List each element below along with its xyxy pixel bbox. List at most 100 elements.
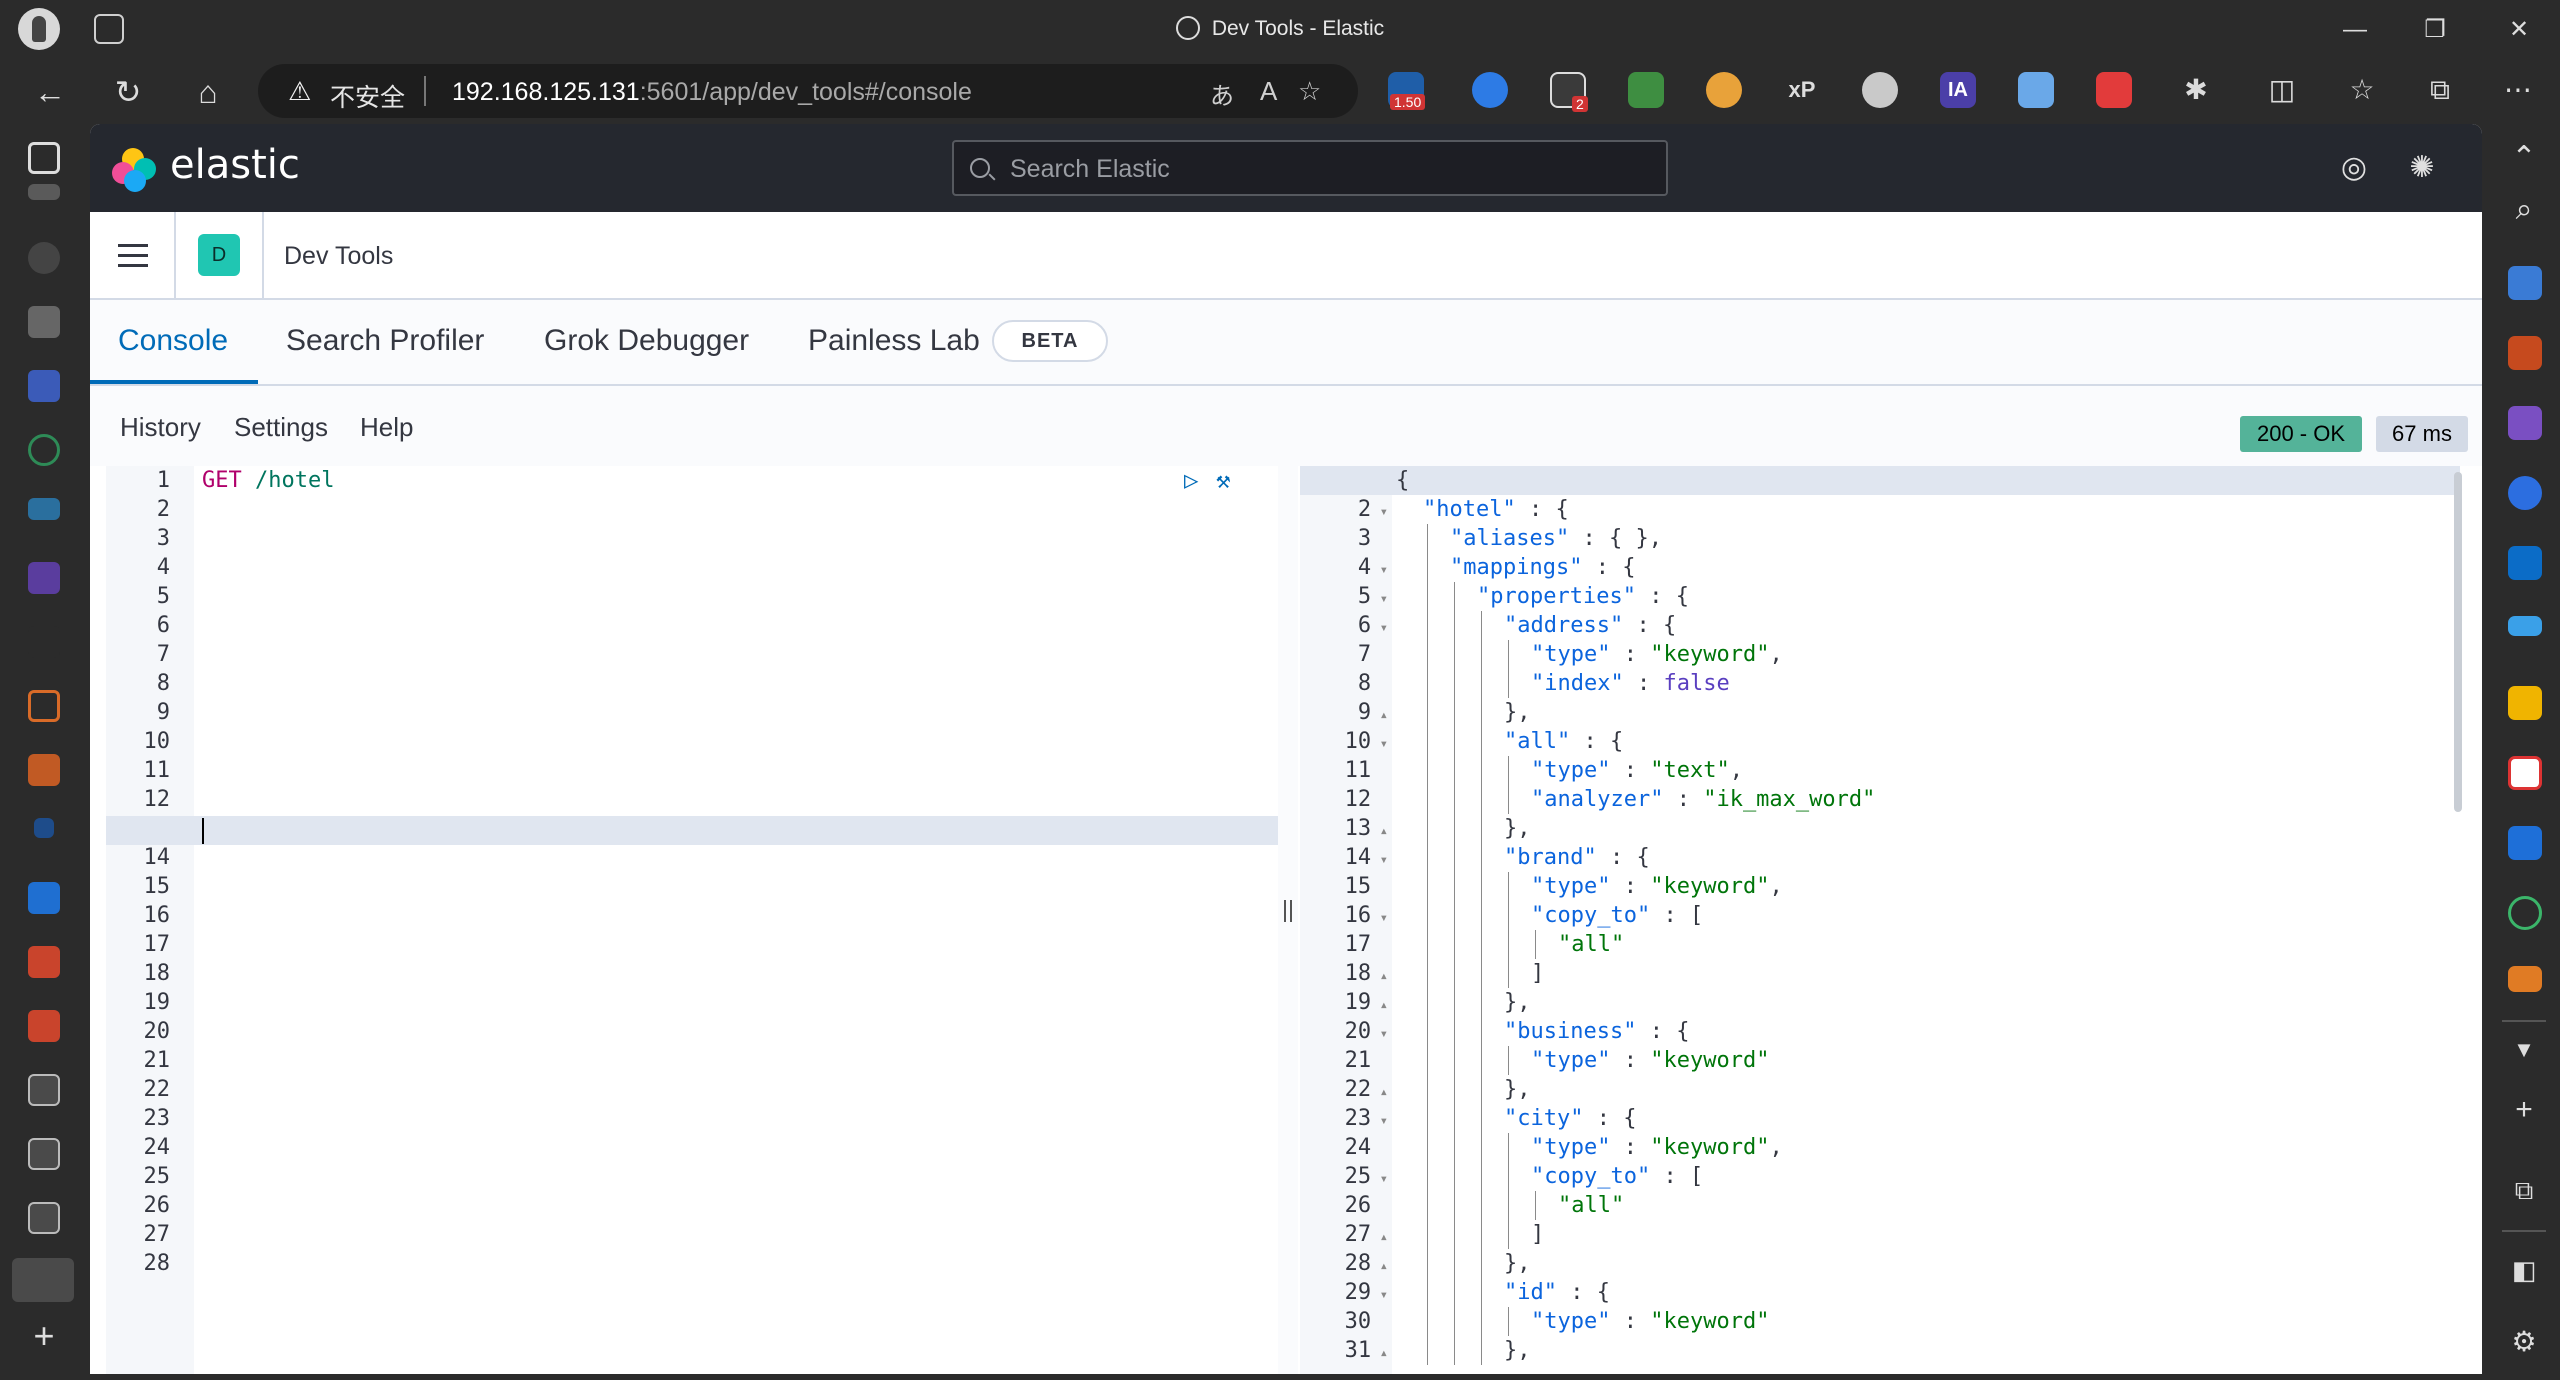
breadcrumb-dev-tools[interactable]: Dev Tools <box>284 242 394 270</box>
workspaces-icon[interactable] <box>94 14 124 44</box>
response-line: }, <box>1504 1251 1531 1276</box>
tab-icon-4[interactable] <box>28 370 60 402</box>
sidebar-blue-icon[interactable] <box>2508 826 2542 860</box>
search-icon <box>970 158 990 178</box>
tab-icon-5[interactable] <box>28 434 60 466</box>
sidebar-tools-icon[interactable] <box>2508 336 2542 370</box>
global-search-input[interactable]: Search Elastic <box>952 140 1668 196</box>
favorite-star-icon[interactable]: ☆ <box>1298 76 1322 106</box>
newsfeed-icon[interactable]: ✺ <box>2409 151 2435 184</box>
extension-screenshot-icon[interactable] <box>2018 72 2054 108</box>
tab-icon-11[interactable] <box>34 818 54 838</box>
tab-icon-7[interactable] <box>28 562 60 594</box>
tab-icon-13[interactable] <box>28 946 60 978</box>
sidebar-tag-icon[interactable] <box>2508 266 2542 300</box>
extension-video-speed-icon[interactable]: 1.50 <box>1388 72 1426 110</box>
brand-name[interactable]: elastic <box>170 142 300 188</box>
request-line-1: GET /hotel <box>202 466 334 495</box>
sidebar-app-icon[interactable] <box>2508 756 2542 790</box>
tab-icon-14[interactable] <box>28 1010 60 1042</box>
tab-icon-12[interactable] <box>28 882 60 914</box>
split-screen-icon[interactable]: ◫ <box>2268 74 2296 105</box>
request-editor[interactable]: 1234567891011121314151617181920212223242… <box>106 466 1278 1374</box>
extension-color-icon[interactable] <box>1706 72 1742 108</box>
sidebar-games-icon[interactable] <box>2508 406 2542 440</box>
extension-ia-icon[interactable]: IA <box>1940 72 1976 108</box>
sidebar-compass-icon[interactable] <box>2508 896 2542 930</box>
indent-guide <box>1454 930 1455 959</box>
home-button[interactable]: ⌂ <box>198 74 218 110</box>
search-icon[interactable]: ⌕ <box>2515 193 2533 226</box>
close-button[interactable]: ✕ <box>2508 16 2530 43</box>
security-label[interactable]: 不安全 <box>330 84 406 112</box>
play-icon[interactable]: ▷ <box>1184 466 1199 494</box>
elastic-logo-icon[interactable] <box>112 148 156 192</box>
collections-icon[interactable]: ⧉ <box>2430 74 2450 105</box>
tab-console[interactable]: Console <box>118 324 229 357</box>
add-icon[interactable]: + <box>2515 1093 2533 1126</box>
indent-guide <box>1454 814 1455 843</box>
hide-sidebar-icon[interactable]: ◧ <box>2511 1255 2537 1285</box>
tab-icon-2[interactable] <box>28 242 60 274</box>
more-arrow-icon[interactable]: ⌃ <box>2511 141 2537 174</box>
indent-guide <box>1535 930 1536 959</box>
tab-icon-17[interactable] <box>28 1202 60 1234</box>
indent-guide <box>1427 872 1428 901</box>
chevron-down-icon[interactable]: ▼ <box>2513 1037 2535 1062</box>
minimize-button[interactable]: — <box>2343 16 2367 43</box>
translate-icon[interactable]: あ <box>1210 83 1234 110</box>
screenshot-icon[interactable]: ⧉ <box>2514 1175 2534 1205</box>
more-options-icon[interactable]: ⋯ <box>2504 74 2532 105</box>
editor-resizer[interactable] <box>1278 466 1298 1374</box>
app-badge[interactable]: D <box>198 234 240 276</box>
read-aloud-icon[interactable]: A <box>1260 76 1278 106</box>
extension-lightning-icon[interactable] <box>1472 72 1508 108</box>
tab-icon-9[interactable] <box>28 690 60 722</box>
favorites-icon[interactable]: ☆ <box>2349 74 2375 105</box>
tab-painless-lab[interactable]: Painless Lab <box>808 324 980 357</box>
extension-screen-icon[interactable]: 2 <box>1550 72 1588 112</box>
sidebar-chart-icon[interactable] <box>2508 686 2542 720</box>
url-text[interactable]: 192.168.125.131:5601/app/dev_tools#/cons… <box>452 78 972 107</box>
tab-icon-10[interactable] <box>28 754 60 786</box>
response-line-number: 22 ▴ <box>1344 1077 1388 1102</box>
maximize-button[interactable]: ❐ <box>2424 16 2446 43</box>
profile-avatar-icon[interactable] <box>18 8 60 50</box>
extension-play-icon[interactable] <box>2096 72 2132 108</box>
response-scrollbar[interactable] <box>2454 472 2462 812</box>
warning-icon[interactable]: ⚠ <box>288 76 312 106</box>
tab-icon-8[interactable] <box>28 626 60 658</box>
active-tab-icon[interactable] <box>12 1258 74 1302</box>
help-icon[interactable]: ◎ <box>2340 151 2368 184</box>
resizer-handle-icon[interactable] <box>1284 900 1292 922</box>
tab-actions-icon[interactable] <box>28 142 60 174</box>
settings-link[interactable]: Settings <box>234 412 328 442</box>
tab-search-profiler[interactable]: Search Profiler <box>286 324 485 357</box>
extension-download-icon[interactable] <box>1628 72 1664 108</box>
extension-xp-icon[interactable]: xP <box>1788 77 1816 102</box>
history-link[interactable]: History <box>120 412 201 442</box>
help-link[interactable]: Help <box>360 412 414 442</box>
back-button[interactable]: ← <box>34 74 66 110</box>
tab-icon-1[interactable] <box>28 184 60 200</box>
extensions-puzzle-icon[interactable]: ✱ <box>2184 74 2208 105</box>
request-line-number: 16 <box>143 903 171 928</box>
tab-grok-debugger[interactable]: Grok Debugger <box>544 324 750 357</box>
indent-guide <box>1454 1017 1455 1046</box>
new-tab-icon[interactable]: + <box>33 1315 55 1356</box>
tab-icon-15[interactable] <box>28 1074 60 1106</box>
tab-icon-3[interactable] <box>28 306 60 338</box>
menu-toggle-icon[interactable] <box>118 244 148 268</box>
sidebar-orange-icon[interactable] <box>2508 966 2542 992</box>
extension-face-icon[interactable] <box>1862 72 1898 108</box>
address-bar[interactable]: ⚠ 不安全 192.168.125.131:5601/app/dev_tools… <box>258 64 1358 118</box>
gear-icon[interactable]: ⚙ <box>2511 1326 2537 1357</box>
tab-icon-16[interactable] <box>28 1138 60 1170</box>
response-output[interactable]: 1 ▾2 ▾3 4 ▾5 ▾6 ▾7 8 9 ▴10 ▾11 12 13 ▴14… <box>1300 466 2470 1374</box>
reload-button[interactable]: ↻ <box>114 74 142 110</box>
sidebar-outlook-icon[interactable] <box>2508 546 2542 580</box>
wrench-icon[interactable]: ⚒ <box>1216 466 1231 494</box>
sidebar-send-icon[interactable] <box>2508 616 2542 636</box>
sidebar-copilot-icon[interactable] <box>2508 476 2542 510</box>
tab-icon-6[interactable] <box>28 498 60 520</box>
